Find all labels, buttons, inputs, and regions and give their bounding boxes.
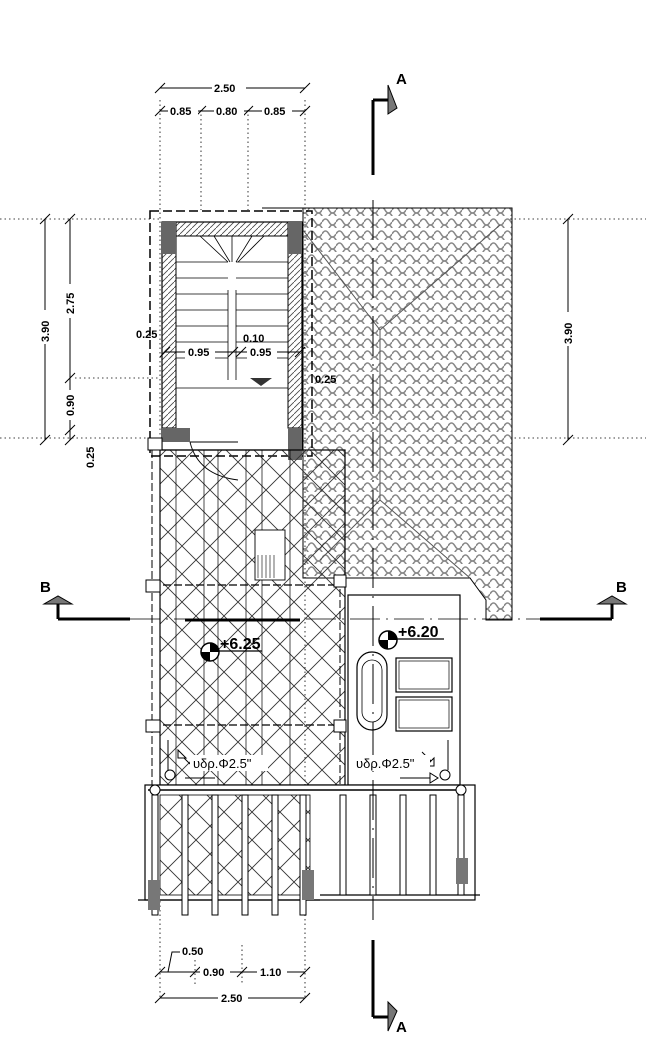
- dim-left-low: 0.25: [85, 447, 97, 468]
- section-b-left-label: B: [40, 579, 51, 596]
- dim-wall-right: 0.25: [315, 374, 336, 386]
- terrace-left: [145, 437, 347, 790]
- pipe-label-right: υδρ.Φ2.5": [356, 756, 415, 771]
- dim-top-total: 2.50: [214, 83, 235, 95]
- level-marker-left: [200, 642, 262, 662]
- section-a-bottom-label: A: [396, 1019, 407, 1036]
- dim-left-upper: 2.75: [65, 293, 77, 314]
- stair-treads: [176, 235, 288, 389]
- dim-wall-left: 0.25: [136, 329, 157, 341]
- room-right: [347, 594, 461, 786]
- dim-top-seg-2: 0.80: [216, 106, 237, 118]
- section-b-right-label: B: [616, 579, 627, 596]
- dim-bottom-seg-1: 0.90: [203, 967, 224, 979]
- pipe-arrows: [167, 740, 449, 784]
- dim-top-seg-3: 0.85: [264, 106, 285, 118]
- dim-top-seg-1: 0.85: [170, 106, 191, 118]
- dim-bottom-small: 0.50: [182, 946, 203, 958]
- balcony: [138, 769, 480, 916]
- dim-stair-left: 0.95: [188, 347, 209, 359]
- level-marker-right: [378, 630, 444, 650]
- dimension-labels: 2.50 0.85 0.80 0.85 3.90 2.75 0.90 0.25 …: [37, 81, 576, 1005]
- section-b-axis: [42, 595, 628, 621]
- level-right-label: +6.20: [398, 624, 439, 641]
- stair-room: [149, 210, 313, 481]
- dim-left-mid: 0.90: [65, 395, 77, 416]
- section-a-top-label: A: [396, 71, 407, 88]
- level-left-label: +6.25: [220, 636, 261, 653]
- dim-right-total: 3.90: [563, 323, 575, 344]
- dim-stair-gap: 0.10: [243, 333, 264, 345]
- dim-bottom-seg-2: 1.10: [260, 967, 281, 979]
- dim-bottom-total: 2.50: [221, 993, 242, 1005]
- dim-stair-right: 0.95: [250, 347, 271, 359]
- pipe-label-left: υδρ.Φ2.5": [193, 756, 252, 771]
- dim-left-total: 3.90: [40, 321, 52, 342]
- section-a-axis: [371, 84, 398, 1032]
